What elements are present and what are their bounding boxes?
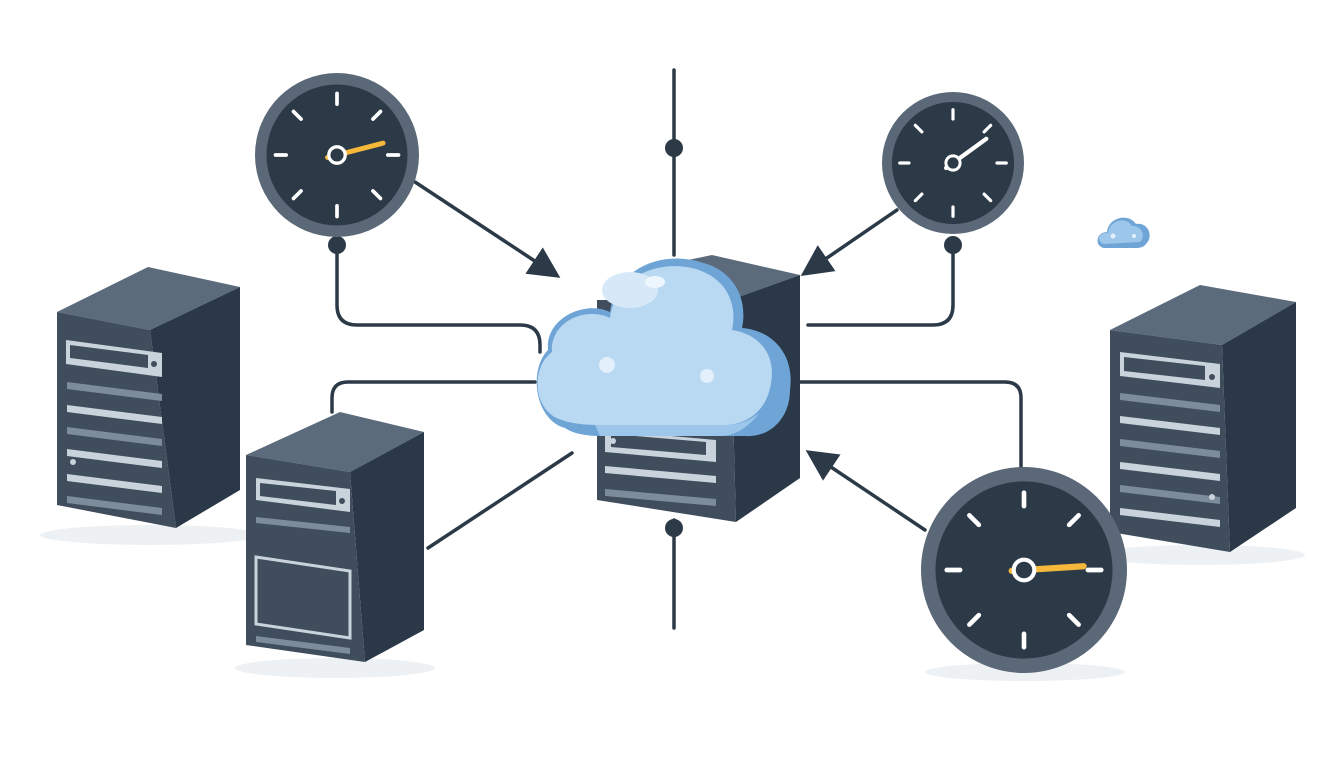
server-left-front: [246, 412, 424, 662]
gauges: [255, 73, 1127, 673]
gauge-tick: [967, 513, 982, 528]
gauge-tick: [967, 612, 982, 627]
cloud-small: [1097, 217, 1150, 248]
arrow-top-right: [800, 208, 899, 276]
connector-node-icon: [328, 236, 346, 254]
connector-nodes: [328, 139, 962, 537]
gauge-top-right: [882, 92, 1024, 234]
gauge-top-left: [255, 73, 419, 237]
connector-gauge-top-right: [806, 243, 955, 327]
connector-diagonal-left: [426, 451, 574, 550]
connector-right: [798, 380, 1023, 470]
server-left-tall: [57, 267, 240, 528]
connector-node-icon: [944, 236, 962, 254]
gauge-tick: [371, 189, 383, 201]
gauge-tick: [982, 192, 993, 203]
connector-left-front: [330, 380, 537, 414]
gauge-tick: [913, 192, 924, 203]
gauge-tick: [1066, 612, 1081, 627]
connectors: [330, 68, 1023, 630]
connector-node-icon: [665, 139, 683, 157]
gauge-tick: [1066, 513, 1081, 528]
connector-gauge-top-left: [335, 243, 542, 354]
connector-node-icon: [665, 519, 683, 537]
gauge-tick: [371, 109, 383, 121]
gauge-hub: [327, 145, 347, 165]
arrow-top-left: [413, 180, 561, 278]
gauge-bottom-right: [921, 467, 1127, 673]
gauge-tick: [291, 189, 303, 201]
gauge-tick: [982, 123, 993, 134]
cloud-center: [536, 258, 791, 437]
gauge-hub: [944, 154, 962, 172]
gauge-tick: [291, 109, 303, 121]
arrow-bottom-right: [805, 450, 927, 532]
gauge-hub: [1011, 557, 1037, 583]
gauge-tick: [913, 123, 924, 134]
server-right: [1110, 285, 1296, 552]
